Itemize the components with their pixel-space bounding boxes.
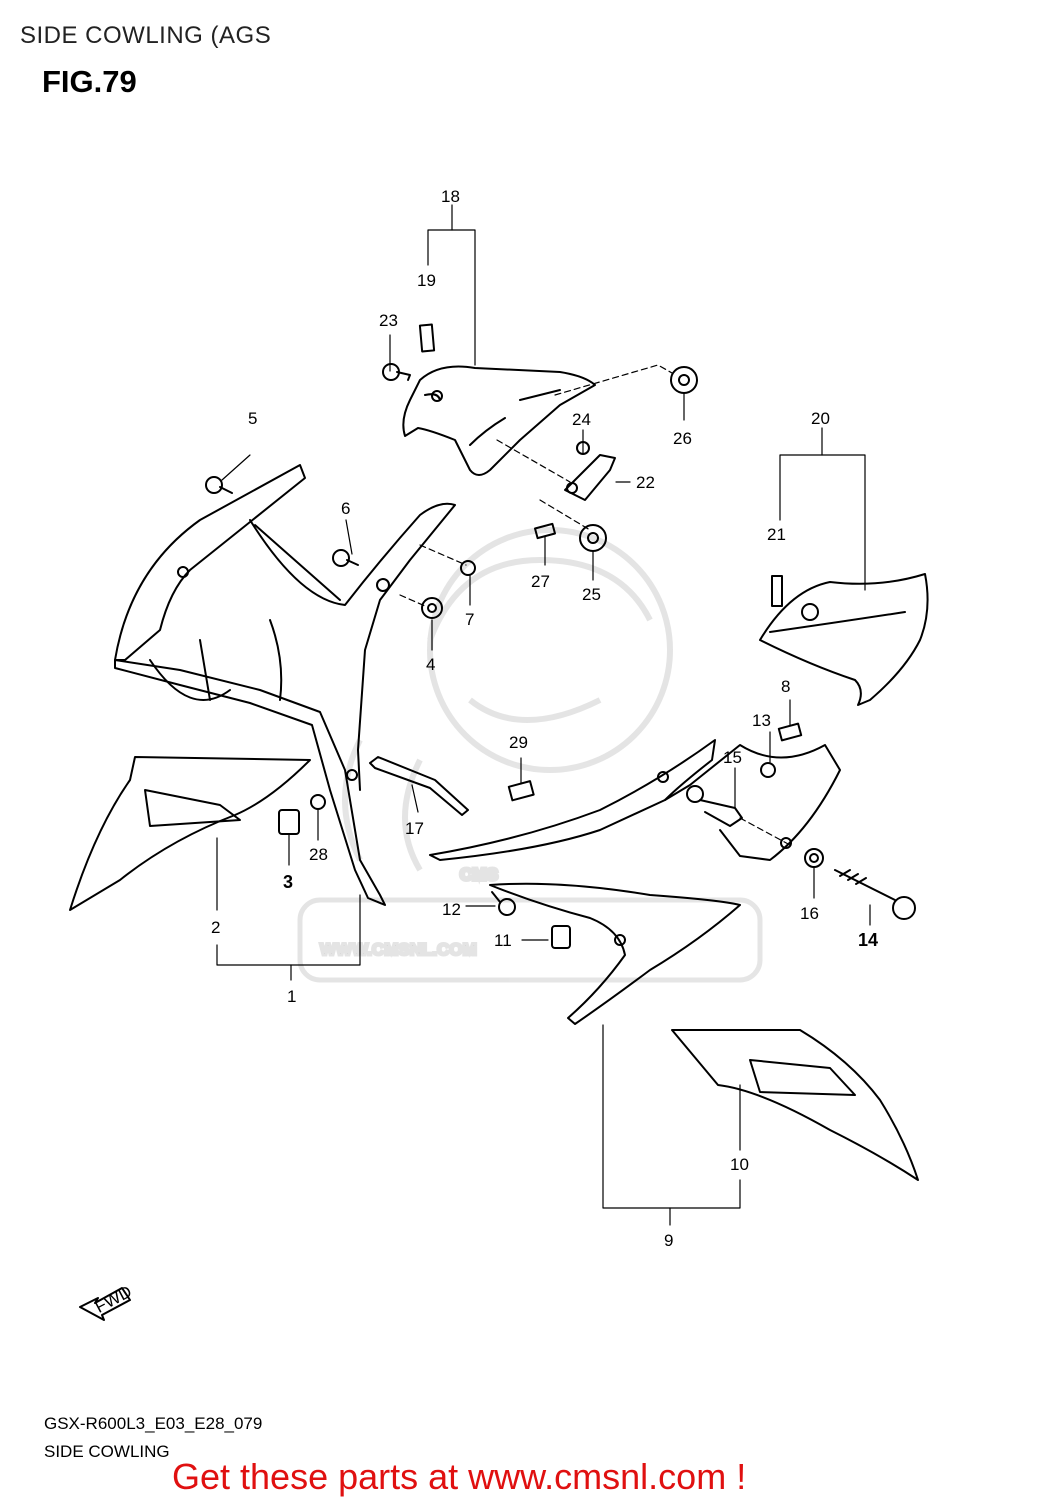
grommet-part-4 (421, 597, 443, 619)
decal-part-10 (671, 1029, 919, 1181)
side-cowling-part-1 (114, 464, 456, 906)
callout-25: 25 (582, 585, 601, 604)
callout-22: 22 (636, 473, 655, 492)
diagram-name: SIDE COWLING (44, 1442, 170, 1461)
callout-14: 14 (858, 930, 878, 950)
callout-2: 2 (211, 918, 220, 937)
diagram-code: GSX-R600L3_E03_E28_079 (44, 1414, 263, 1433)
cushion-part-27 (534, 522, 556, 540)
screw-part-5 (205, 476, 233, 494)
callout-9: 9 (664, 1231, 673, 1250)
callout-20: 20 (811, 409, 830, 428)
washer-part-16 (804, 848, 824, 868)
callout-5: 5 (248, 409, 257, 428)
nut-part-11 (551, 925, 571, 949)
callout-labels: 1 2 3 4 5 6 7 8 9 10 11 12 13 14 15 16 1… (211, 187, 878, 1250)
callout-6: 6 (341, 499, 350, 518)
callout-1: 1 (287, 987, 296, 1006)
watermark: CMS WWW.CMSNL.COM (297, 527, 763, 983)
callout-10: 10 (730, 1155, 749, 1174)
bracket-part-17 (369, 756, 469, 816)
callout-7: 7 (465, 610, 474, 629)
side-cover-part-20 (759, 573, 929, 706)
label-part-21 (771, 575, 783, 607)
callout-24: 24 (572, 410, 591, 429)
collar-part-15 (686, 785, 743, 827)
bracket-part-22 (564, 454, 616, 501)
callout-16: 16 (800, 904, 819, 923)
callout-4: 4 (426, 655, 435, 674)
lower-cowling-part-9 (429, 739, 841, 1025)
callout-17: 17 (405, 819, 424, 838)
callout-26: 26 (673, 429, 692, 448)
assembly-lines (216, 204, 871, 1226)
watermark-url: WWW.CMSNL.COM (320, 940, 477, 959)
screw-part-6 (332, 549, 359, 567)
bolt-part-14 (834, 869, 916, 920)
screw-part-23 (382, 363, 411, 381)
cushion-part-29 (507, 780, 535, 802)
callout-15: 15 (723, 748, 742, 767)
fwd-label: FWD (92, 1282, 135, 1317)
page-header-title: SIDE COWLING (AGS (20, 22, 272, 49)
callout-19: 19 (417, 271, 436, 290)
callout-23: 23 (379, 311, 398, 330)
grommet-part-26 (670, 366, 698, 394)
screw-part-28 (310, 794, 326, 810)
nut-part-7 (460, 560, 476, 576)
callout-29: 29 (509, 733, 528, 752)
callout-12: 12 (442, 900, 461, 919)
watermark-brand: CMS (460, 865, 498, 884)
figure-number: FIG.79 (42, 64, 137, 99)
label-part-19 (418, 323, 436, 353)
cta-link[interactable]: Get these parts at www.cmsnl.com ! (172, 1456, 747, 1497)
callout-28: 28 (309, 845, 328, 864)
decal-part-2 (69, 756, 311, 911)
nut-part-3 (278, 809, 300, 835)
callout-27: 27 (531, 572, 550, 591)
callout-13: 13 (752, 711, 771, 730)
callout-3: 3 (283, 872, 293, 892)
inner-cover-part-18 (402, 365, 596, 476)
callout-11: 11 (494, 931, 512, 950)
callout-18: 18 (441, 187, 460, 206)
callout-21: 21 (767, 525, 786, 544)
nut-part-13 (760, 762, 776, 778)
screw-part-12 (491, 891, 516, 916)
callout-8: 8 (781, 677, 790, 696)
cushion-part-8 (777, 722, 803, 742)
fwd-arrow (79, 1287, 131, 1321)
